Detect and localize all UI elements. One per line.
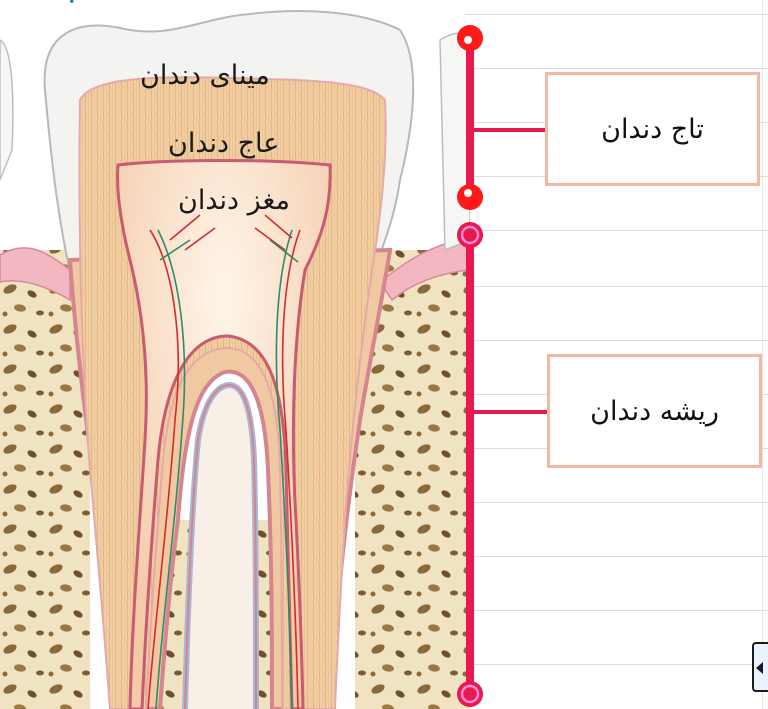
neighbour-tooth-left [0,40,13,180]
nav-button[interactable] [752,642,768,692]
pulp-label: مغز دندان [178,185,290,216]
red-dot-icon [457,184,483,210]
red-dot-icon [457,25,483,51]
root-inner-lining [185,385,256,709]
enamel-label: مینای دندان [140,60,270,91]
left-arrow-icon [756,662,763,674]
crown-label: تاج دندان [601,114,704,145]
pink-ring-icon [457,681,483,707]
tooth-illustration [0,0,470,709]
root-label: ریشه دندان [590,396,719,427]
pink-ring-icon [457,222,483,248]
crown-label-box: تاج دندان [545,72,760,186]
root-label-box: ریشه دندان [547,354,762,468]
dentin-label: عاج دندان [168,128,279,159]
